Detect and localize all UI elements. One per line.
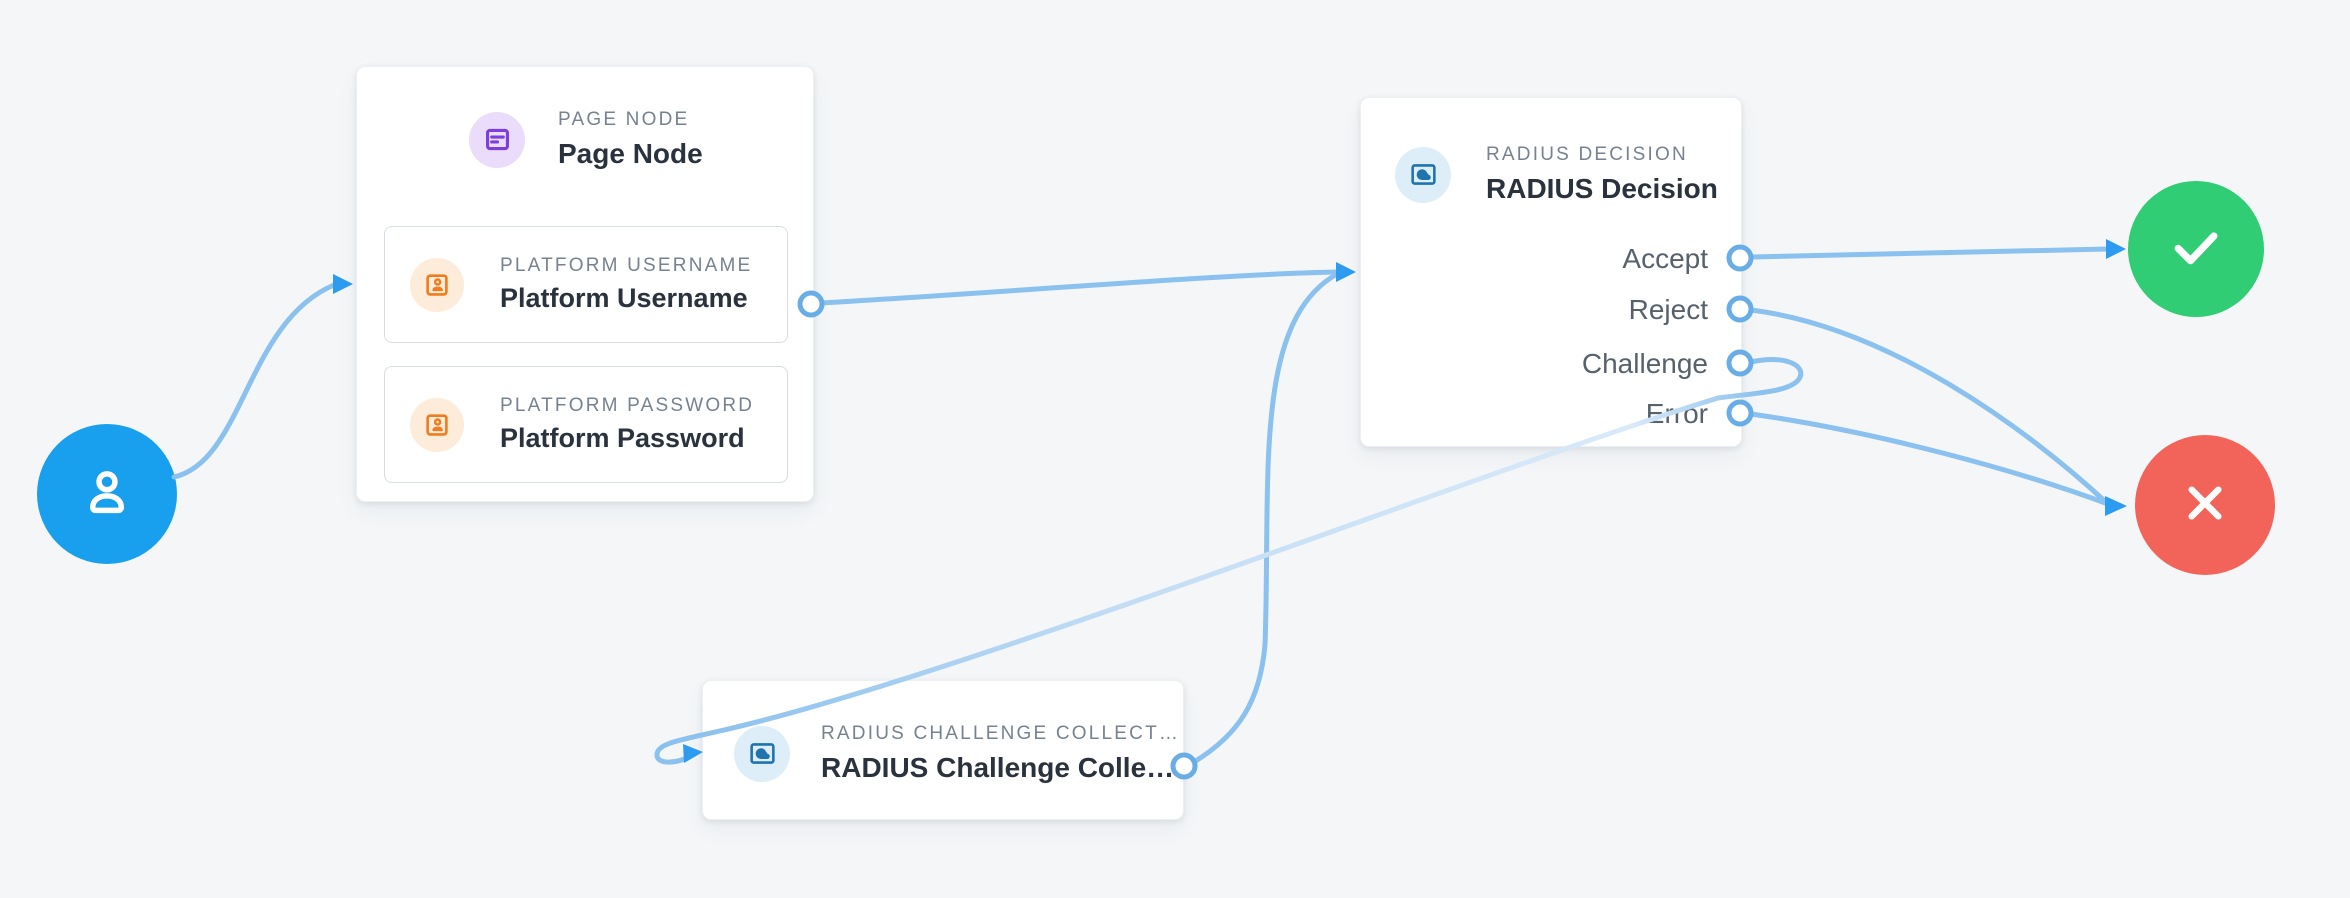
outcome-reject: Reject: [1628, 294, 1708, 325]
id-badge-icon: [410, 397, 464, 452]
port-error-output[interactable]: [1726, 399, 1754, 427]
x-icon: [2173, 471, 2237, 540]
check-icon: [2163, 214, 2229, 285]
port-collector-output[interactable]: [1170, 752, 1198, 780]
challenge-collector-title: RADIUS Challenge Colle…: [821, 752, 1175, 783]
challenge-collector-category: RADIUS CHALLENGE COLLECT…: [821, 723, 1181, 744]
port-accept-output[interactable]: [1726, 244, 1754, 272]
arrowhead-collector-input: [683, 744, 703, 763]
outcome-challenge: Challenge: [1581, 348, 1708, 379]
edge-error-to-failure: [1748, 411, 2111, 507]
edge-collector-to-decision: [1191, 271, 1340, 765]
arrowhead-page-node-input: [333, 274, 353, 294]
radius-decision-title: RADIUS Decision: [1486, 173, 1718, 204]
edge-start-to-page-node: [171, 282, 337, 480]
edge-accept-to-success: [1748, 246, 2111, 260]
outcome-error: Error: [1645, 398, 1708, 429]
platform-password-category: PLATFORM PASSWORD: [500, 395, 755, 416]
radius-decision-card[interactable]: RADIUS DECISION RADIUS Decision Accept R…: [1360, 97, 1742, 447]
platform-username-category: PLATFORM USERNAME: [500, 255, 753, 276]
arrowhead-failure-input: [2105, 496, 2127, 516]
cloud-node-icon: [734, 725, 790, 782]
success-node[interactable]: [2128, 181, 2264, 317]
port-platform-username-output[interactable]: [797, 290, 825, 318]
platform-username-title: Platform Username: [500, 283, 748, 313]
platform-password-node[interactable]: PLATFORM PASSWORD Platform Password: [384, 366, 788, 483]
port-challenge-output[interactable]: [1726, 349, 1754, 377]
user-icon: [74, 459, 140, 530]
page-node-category: PAGE NODE: [558, 109, 690, 130]
edge-username-to-decision: [819, 269, 1340, 306]
port-reject-output[interactable]: [1726, 295, 1754, 323]
challenge-collector-card[interactable]: RADIUS CHALLENGE COLLECT… RADIUS Challen…: [702, 680, 1184, 820]
start-node[interactable]: [37, 424, 177, 564]
platform-username-node[interactable]: PLATFORM USERNAME Platform Username: [384, 226, 788, 343]
page-node-title: Page Node: [558, 138, 703, 169]
arrowhead-success-input: [2106, 239, 2126, 259]
failure-node[interactable]: [2135, 435, 2275, 575]
edge-reject-to-failure: [1748, 307, 2111, 507]
outcome-accept: Accept: [1622, 243, 1708, 274]
platform-password-title: Platform Password: [500, 423, 745, 453]
arrowhead-decision-input: [1336, 262, 1356, 282]
id-badge-icon: [410, 257, 464, 312]
cloud-node-icon: [1395, 146, 1451, 203]
radius-decision-category: RADIUS DECISION: [1486, 144, 1688, 165]
page-node-card[interactable]: PAGE NODE Page Node PLATFORM USERNAME Pl…: [356, 66, 814, 502]
page-icon: [469, 111, 525, 168]
